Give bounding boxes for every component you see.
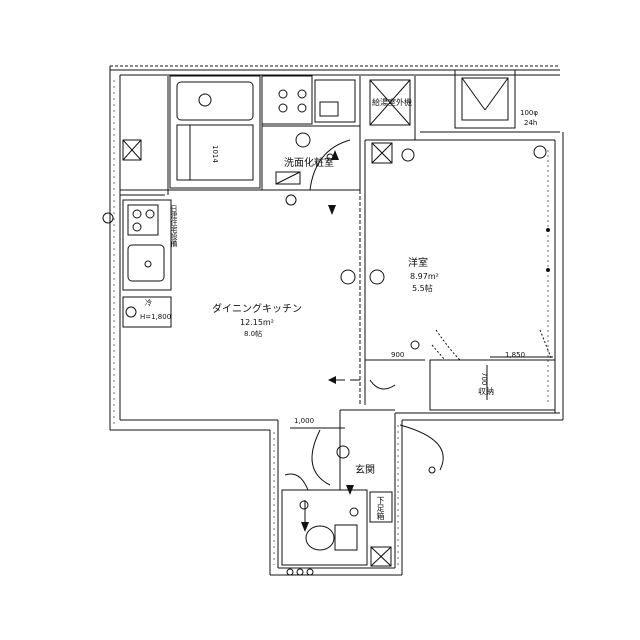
dimension-1000: 1,000 <box>294 417 315 425</box>
wall-hatch <box>113 80 549 565</box>
bathroom <box>169 75 261 189</box>
dimension-1850: 1,850 <box>505 351 526 359</box>
fridge-height: H=1,800 <box>140 313 172 321</box>
pipe-shaft-mid <box>371 142 393 164</box>
ventilation-hours: 24h <box>524 119 538 127</box>
vertical-note: 日建住宅設備 <box>170 205 178 247</box>
dimension-900: 900 <box>391 351 405 359</box>
ventilation-size: 100φ <box>520 109 538 117</box>
storage-name: 収納 <box>478 387 494 396</box>
dining-kitchen-name: ダイニングキッチン <box>212 304 302 315</box>
fridge <box>122 296 172 328</box>
outdoor-unit-name: 給湯室外機 <box>372 98 412 107</box>
closet <box>429 359 556 411</box>
fridge-label: 冷 <box>145 299 152 307</box>
outer-wall <box>109 66 564 576</box>
western-room-area: 8.97m² <box>410 272 439 281</box>
shoe-box-name: 下足箱 <box>376 496 385 520</box>
toilet-room <box>281 489 368 566</box>
entrance-door-swing <box>399 424 444 471</box>
dimension-700: 700 <box>480 372 488 386</box>
water-heater-unit <box>369 79 411 126</box>
balcony-box <box>454 69 516 129</box>
pipe-shaft-bottom <box>370 546 392 567</box>
bath-unit-code: 1014 <box>211 145 219 163</box>
kitchen-counter <box>122 199 172 291</box>
entrance-name: 玄関 <box>355 465 375 476</box>
washroom-name: 洗面化粧室 <box>284 158 334 169</box>
western-room-name: 洋室 <box>408 258 428 269</box>
western-room-tatami: 5.5帖 <box>412 284 433 293</box>
washbasin-area <box>261 75 313 125</box>
pipe-shaft-left <box>122 139 142 161</box>
dining-kitchen-area: 12.15m² <box>240 318 274 327</box>
shoe-box <box>369 491 393 523</box>
dining-kitchen-tatami: 8.0帖 <box>244 330 263 338</box>
